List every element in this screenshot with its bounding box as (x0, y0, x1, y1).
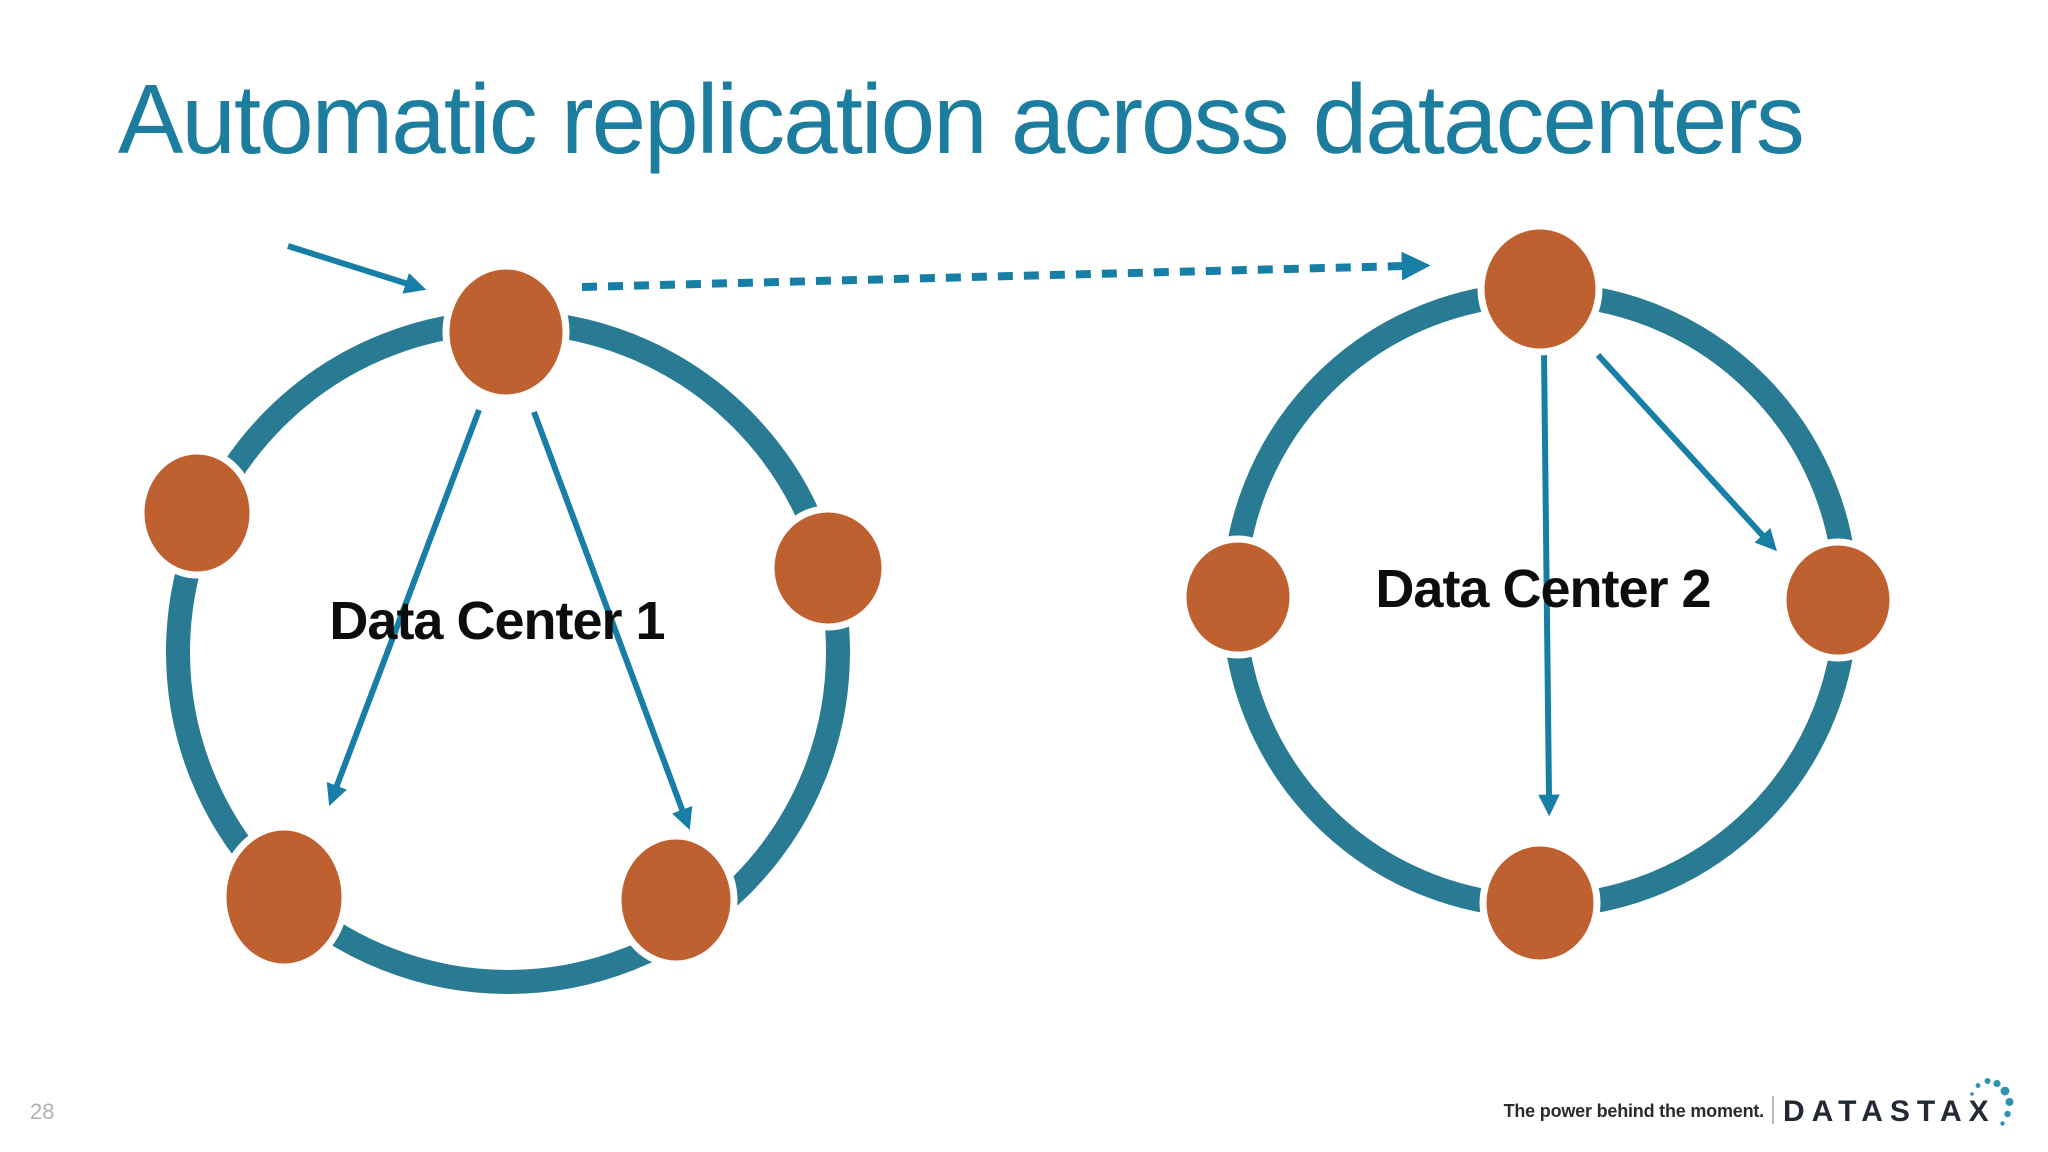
dc1-replication-arrow-left (326, 408, 482, 806)
dc1-replication-arrow-right (531, 410, 693, 830)
incoming-write-arrow (287, 243, 427, 294)
dc1-label: Data Center 1 (329, 591, 665, 651)
datastax-logo-dots-icon (1970, 1078, 2014, 1126)
cross-datacenter-replication-arrow (581, 251, 1431, 291)
footer-separator (1772, 1096, 1774, 1124)
dc1-node-bottom-right (614, 832, 738, 968)
footer-tagline: The power behind the moment. (1503, 1101, 1765, 1121)
dc1-node-left (137, 447, 257, 579)
dc1-node-right (767, 505, 889, 631)
dc1-node-bottom-left (219, 823, 349, 971)
dc2-replication-arrow-diagonal (1595, 352, 1777, 552)
dc2-node-bottom (1479, 839, 1601, 967)
page-number: 28 (30, 1099, 55, 1124)
slide-title: Automatic replication across datacenters (118, 64, 1805, 174)
dc2-replication-arrow-down (1538, 351, 1560, 817)
dc2-node-top (1477, 222, 1603, 356)
dc2-node-left (1179, 535, 1297, 659)
dc2-label: Data Center 2 (1375, 559, 1711, 619)
dc2-node-right (1779, 538, 1897, 662)
datastax-wordmark: DATASTAX (1783, 1095, 1996, 1128)
dc1-node-top (442, 262, 570, 402)
